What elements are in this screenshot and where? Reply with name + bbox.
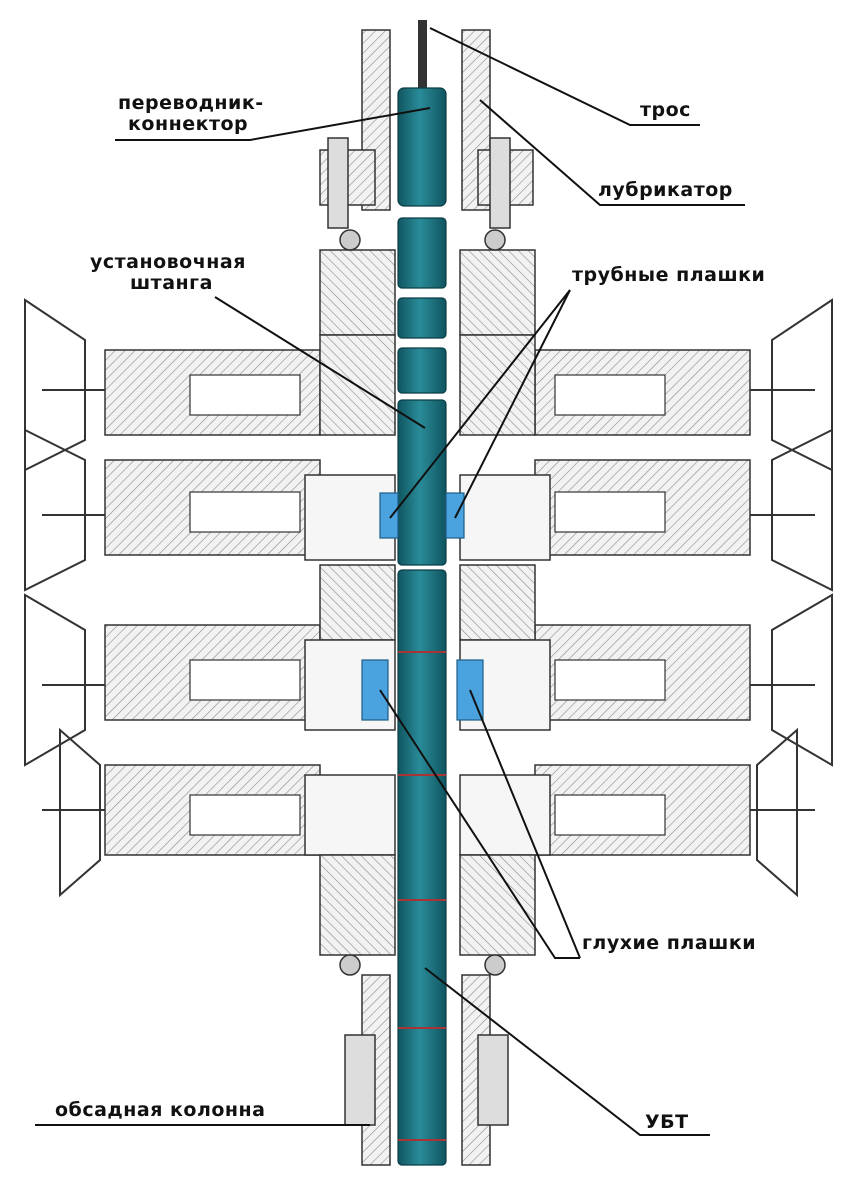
label-trubnye-plashki: трубные плашки [572, 264, 766, 286]
label-lubrikator: лубрикатор [598, 179, 733, 201]
handwheels [24, 298, 833, 898]
label-ubt: УБТ [645, 1111, 689, 1133]
label-tros: трос [640, 99, 691, 121]
label-ustanovochnaya-line1: установочная [90, 251, 246, 273]
pipe-string [397, 87, 447, 1166]
label-obsadnaya-kolonna: обсадная колонна [55, 1099, 266, 1121]
upper-flange [319, 229, 536, 336]
label-ustanovochnaya-shtanga: установочная штанга [90, 252, 246, 294]
pipe-rams [379, 492, 465, 539]
label-glukhie-plashki: глухие плашки [582, 932, 757, 954]
lubricator [319, 29, 534, 229]
label-perevodnik-line1: переводник- [118, 92, 264, 114]
cable [418, 20, 427, 90]
label-perevodnik-konnektor: переводник- коннектор [118, 93, 264, 135]
leader-lines [35, 27, 745, 1136]
label-perevodnik-line2: коннектор [128, 113, 249, 135]
ram-housings [104, 349, 751, 856]
label-ustanovochnaya-line2: штанга [130, 272, 213, 294]
